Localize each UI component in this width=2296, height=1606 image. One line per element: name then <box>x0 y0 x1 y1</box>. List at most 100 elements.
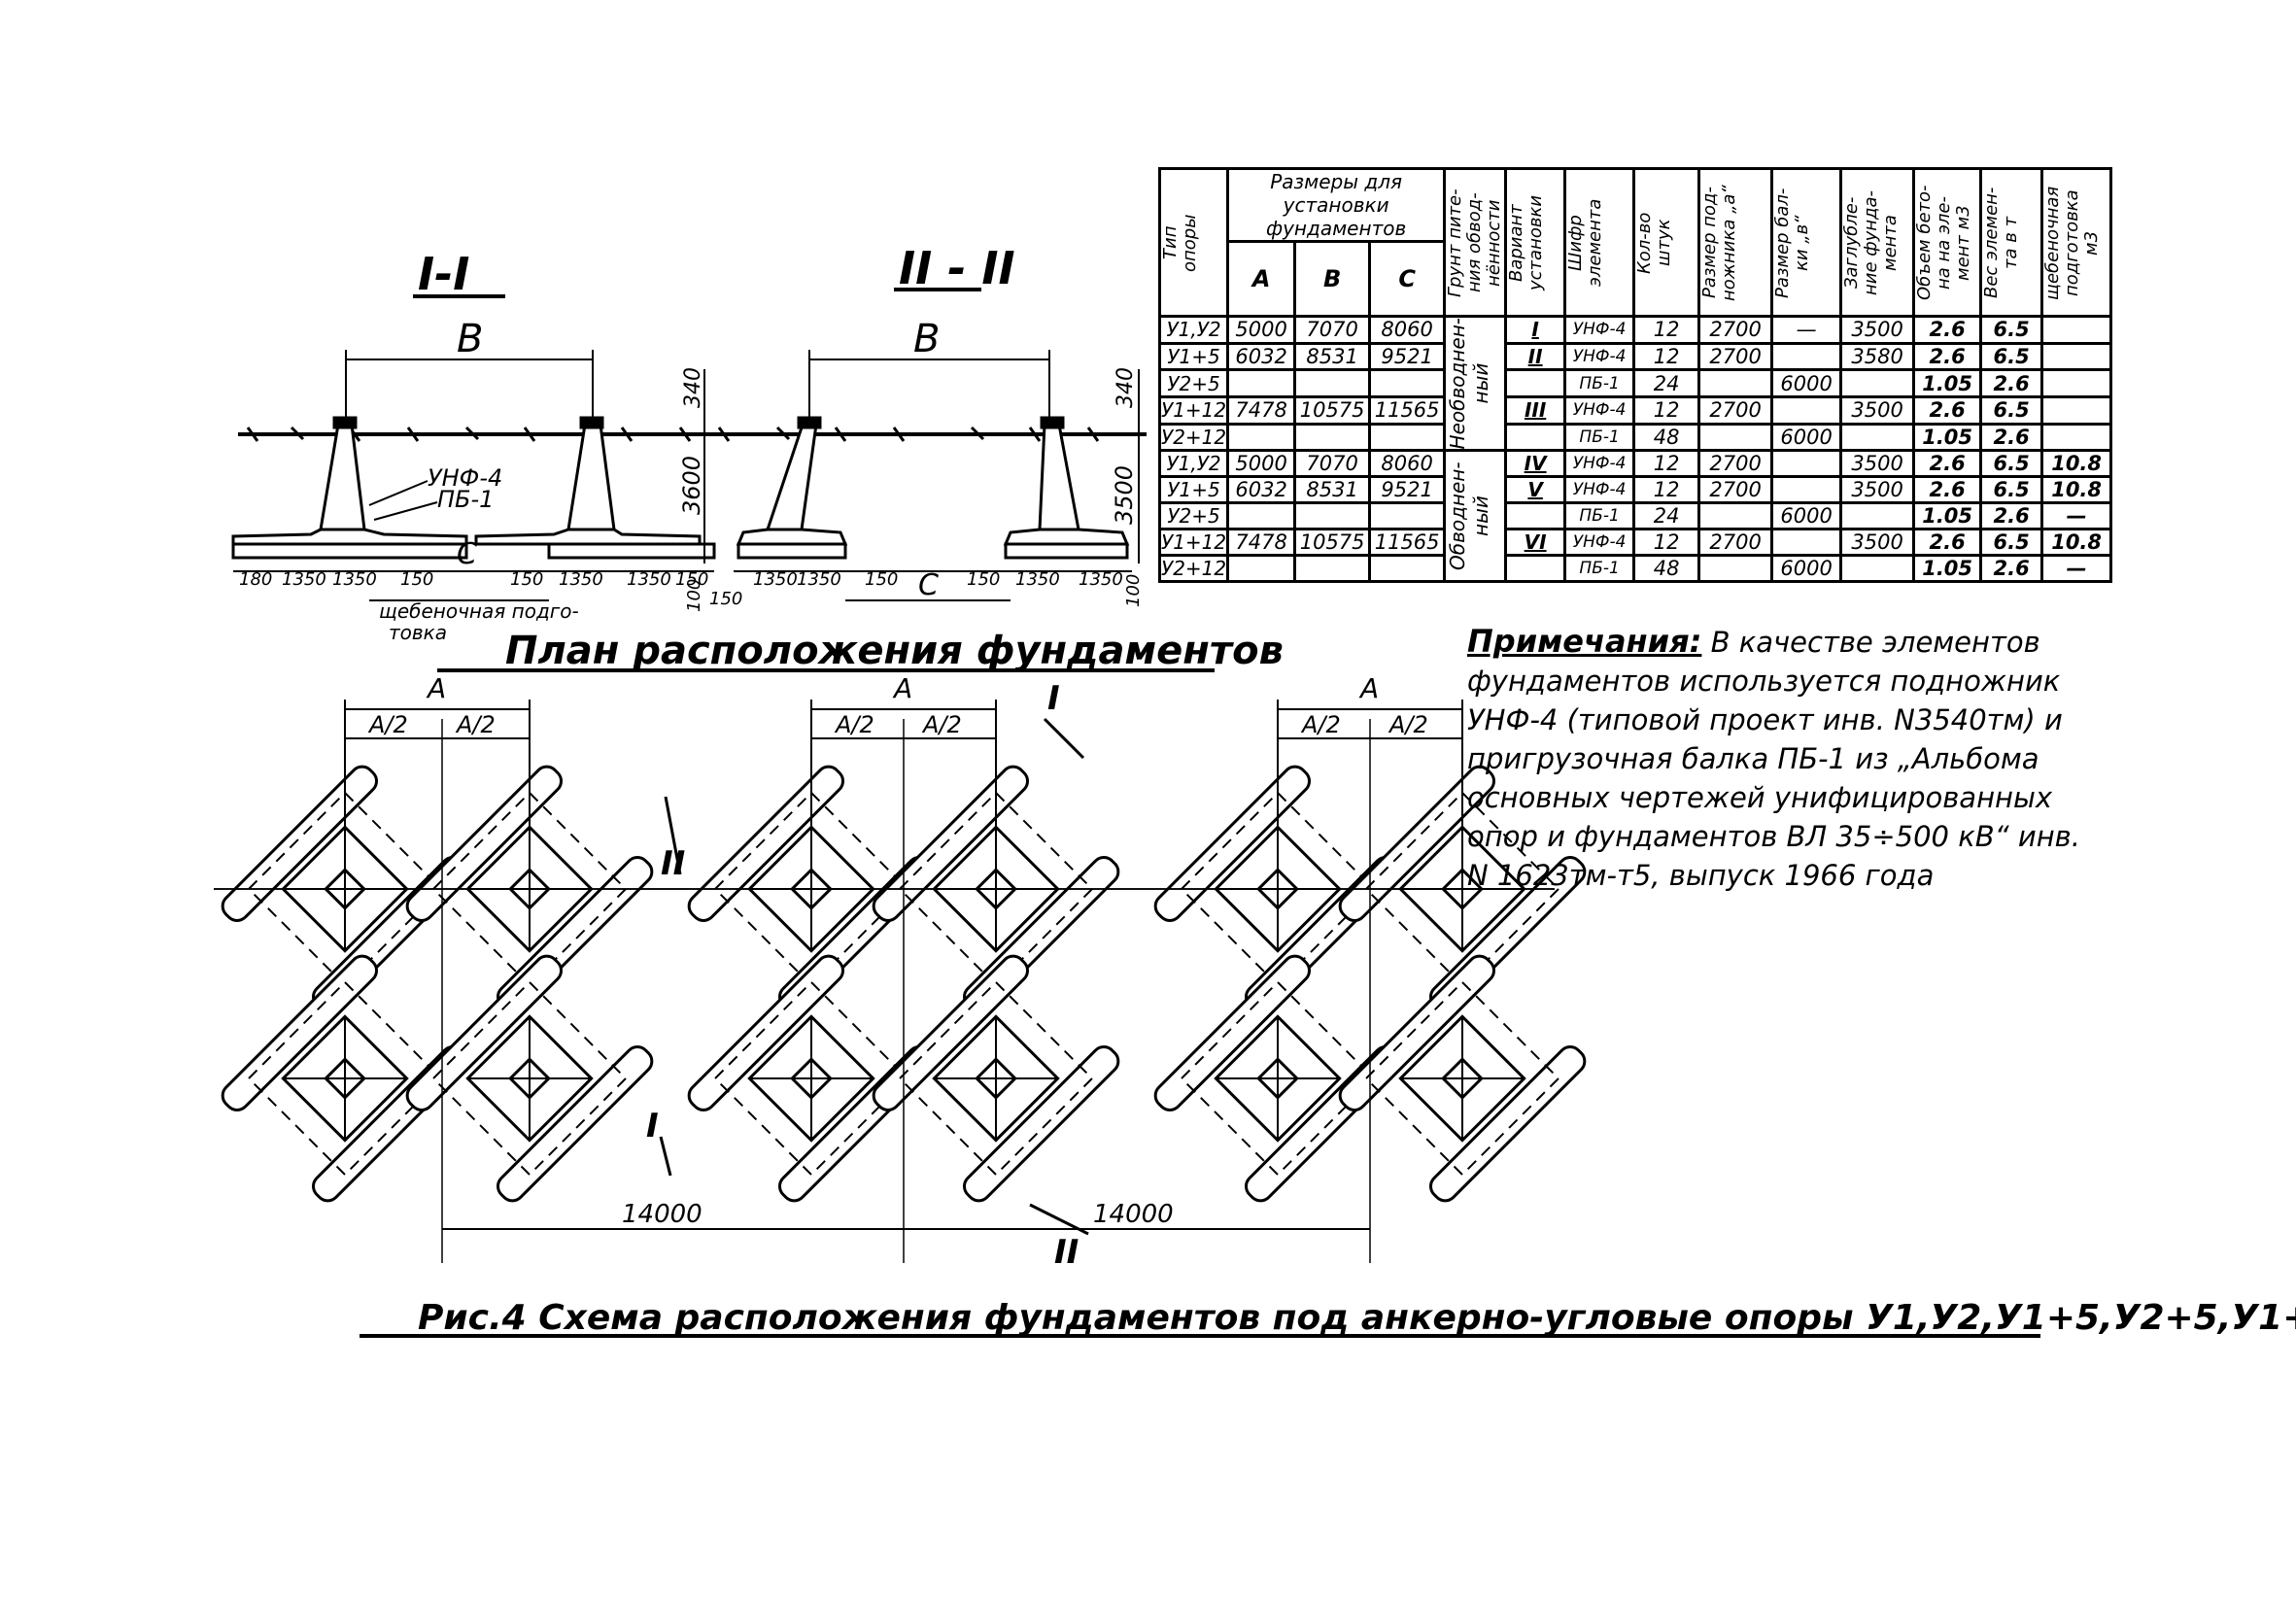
table-cell: 8060 <box>1368 449 1447 479</box>
table-cell: У2+5 <box>1157 501 1230 531</box>
plan-grid <box>214 765 1587 1203</box>
beam <box>962 1044 1120 1203</box>
dim-150-a: 150 <box>400 569 433 590</box>
table-cell: У1+12 <box>1157 395 1230 426</box>
table-cell: У1,У2 <box>1157 449 1230 479</box>
dim-340-a: 340 <box>681 367 705 408</box>
table-cell <box>1226 422 1297 453</box>
table-cell: 2.6 <box>1979 422 2044 453</box>
beam <box>496 1044 654 1203</box>
table-cell <box>1504 422 1567 453</box>
hdr-gravel: щебеночная подготовка м3 <box>2042 185 2103 300</box>
gravel-outline <box>1180 791 1376 987</box>
table-cell: V <box>1504 475 1567 505</box>
dim-1350-f: 1350 <box>797 569 841 590</box>
table-cell <box>1293 422 1372 453</box>
table-cell: 6000 <box>1770 554 1843 584</box>
table-cell: 2.6 <box>1979 501 2044 531</box>
section-1-title: I-I <box>418 248 469 300</box>
soil-group: Необводнен- ный <box>1443 314 1508 453</box>
table-cell: ПБ-1 <box>1563 554 1636 584</box>
table-cell <box>2040 395 2113 426</box>
beam <box>1338 765 1496 923</box>
base-plate <box>1214 1014 1342 1143</box>
table-cell: II <box>1504 341 1567 372</box>
table-cell <box>1293 501 1372 531</box>
gravel-outline <box>898 980 1094 1177</box>
table-cell: 24 <box>1632 501 1701 531</box>
table-cell <box>1770 528 1843 558</box>
table-cell <box>1504 554 1567 584</box>
table-cell: 3500 <box>1839 449 1916 479</box>
table-cell: ПБ-1 <box>1563 501 1636 531</box>
hdr-sizes: Размеры для установки фундаментов <box>1226 167 1447 243</box>
soil-group: Обводнен- ный <box>1443 449 1508 584</box>
diagonal <box>1277 1016 1279 1141</box>
table-cell: 12 <box>1632 315 1701 345</box>
table-cell: 2700 <box>1697 449 1774 479</box>
base-plate <box>1214 825 1342 953</box>
diagonal <box>344 1016 346 1141</box>
beam <box>687 954 845 1112</box>
section-2-drawing <box>703 350 1147 601</box>
table-cell: 7478 <box>1226 395 1297 426</box>
pedestal <box>975 1057 1017 1100</box>
label-pb: ПБ-1 <box>437 486 494 513</box>
label-gravel: щебеночная подго- <box>379 599 579 623</box>
table-cell: 10.8 <box>2040 528 2113 558</box>
table-cell: 9521 <box>1368 341 1447 372</box>
beam <box>872 954 1030 1112</box>
table-cell: 8531 <box>1293 341 1372 372</box>
gravel-outline <box>431 980 628 1177</box>
table-cell: 8060 <box>1368 315 1447 345</box>
table-cell: 12 <box>1632 341 1701 372</box>
section-1-drawing <box>231 350 716 601</box>
table-cell <box>1770 475 1843 505</box>
table-cell: 5000 <box>1226 449 1297 479</box>
table-cell: 10.8 <box>2040 449 2113 479</box>
gravel-outline <box>1364 980 1560 1177</box>
table-cell: 8531 <box>1293 475 1372 505</box>
beam <box>1153 765 1312 923</box>
table-cell: III <box>1504 395 1567 426</box>
table-cell <box>1839 368 1916 399</box>
beam <box>872 765 1030 923</box>
table-cell: — <box>1770 315 1843 345</box>
diagonal <box>1461 1016 1463 1141</box>
table-cell: 2.6 <box>1912 475 1983 505</box>
table-cell: 7070 <box>1293 315 1372 345</box>
base-plate <box>747 825 875 953</box>
table-cell: 7070 <box>1293 449 1372 479</box>
table-cell: 2700 <box>1697 315 1774 345</box>
dim-180: 180 <box>239 569 272 590</box>
pedestal <box>324 1057 366 1100</box>
beam <box>1428 1044 1587 1203</box>
note-title: Примечания: <box>1467 623 1702 660</box>
table-cell <box>1697 554 1774 584</box>
hdr-C: C <box>1368 240 1447 318</box>
table-cell <box>1770 395 1843 426</box>
base-plate <box>1398 1014 1526 1143</box>
table-cell <box>1368 554 1447 584</box>
table-cell: 6032 <box>1226 475 1297 505</box>
table-cell: УНФ-4 <box>1563 449 1636 479</box>
table-cell <box>1504 501 1567 531</box>
hdr-type: Тип опоры <box>1160 213 1200 272</box>
table-cell: 2.6 <box>1979 554 2044 584</box>
dim-a-1: A <box>426 672 446 704</box>
dim-150-b: 150 <box>510 569 543 590</box>
gravel-outline <box>1364 791 1560 987</box>
footing <box>872 954 1120 1203</box>
table-cell: 2.6 <box>1912 341 1983 372</box>
footing <box>405 954 654 1203</box>
table-cell: — <box>2040 501 2113 531</box>
diagonal <box>529 1016 531 1141</box>
table-cell: 3500 <box>1839 395 1916 426</box>
gravel-outline <box>1180 980 1376 1177</box>
table-cell <box>2040 368 2113 399</box>
